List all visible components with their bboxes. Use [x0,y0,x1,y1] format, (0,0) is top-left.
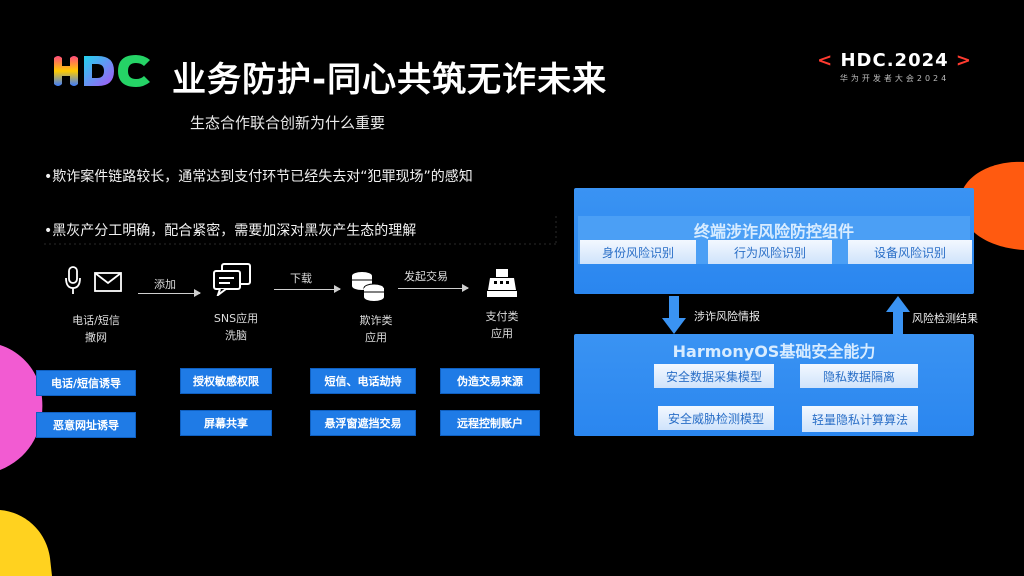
flow-stage-fraud-app: 欺诈类应用 [359,314,393,344]
behavior-risk-cell: 行为风险识别 [708,240,832,264]
flow-arrow-label-3: 发起交易 [404,270,448,283]
tag-sms-call-hijack: 短信、电话劫持 [310,368,416,394]
threat-detection-model-cell: 安全威胁检测模型 [658,406,774,430]
microphone-icon [65,266,81,294]
tag-screen-share: 屏幕共享 [180,410,272,436]
harmonyos-security-title: HarmonyOS基础安全能力 [672,342,876,361]
identity-risk-cell: 身份风险识别 [580,240,696,264]
fraud-intel-label: 涉诈风险情报 [694,310,760,323]
flow-stage-payment-app: 支付类应用 [485,310,519,340]
coins-icon [352,272,385,301]
yellow-blob-shape [0,510,52,576]
flow-stage-phone-sms: 电话/短信撒网 [72,314,120,344]
hdc-logo [54,55,150,87]
event-brand: < HDC.2024 > 华为开发者大会2024 [817,50,972,84]
flow-arrow-label-2: 下载 [290,272,312,285]
tag-grant-sensitive-permission: 授权敏感权限 [180,368,272,394]
down-arrow-icon [662,296,686,334]
flow-arrow-2 [274,285,341,293]
tag-forged-transaction-source: 伪造交易来源 [440,368,540,394]
lightweight-privacy-computing-cell: 轻量隐私计算算法 [802,406,918,432]
cash-register-icon [487,269,517,297]
privacy-data-isolation-cell: 隐私数据隔离 [800,364,918,388]
terminal-fraud-risk-panel: 终端涉诈风险防控组件 身份风险识别 行为风险识别 设备风险识别 [574,188,974,294]
tag-phone-sms-lure: 电话/短信诱导 [36,370,136,396]
page-title: 业务防护-同心共筑无诈未来 [172,60,608,100]
event-brand-sub: 华为开发者大会2024 [839,74,950,83]
tag-remote-control-account: 远程控制账户 [440,410,540,436]
mail-icon [94,272,122,292]
bullet-1: •欺诈案件链路较长，通常达到支付环节已经失去对“犯罪现场”的感知 [44,169,473,185]
harmonyos-security-panel: HarmonyOS基础安全能力 安全数据采集模型 隐私数据隔离 安全威胁检测模型… [574,334,974,436]
tag-floating-window-cover: 悬浮窗遮挡交易 [310,410,416,436]
risk-detection-result-label: 风险检测结果 [912,312,978,325]
secure-data-collection-cell: 安全数据采集模型 [654,364,774,388]
flow-stage-sns: SNS应用洗脑 [213,312,259,342]
orange-blob-shape [959,161,1024,250]
flow-arrow-1 [138,289,201,297]
flow-arrow-label-1: 添加 [154,278,176,291]
bullet-2: •黑灰产分工明确，配合紧密，需要加深对黑灰产生态的理解 [44,223,417,239]
tag-malicious-url-lure: 恶意网址诱导 [36,412,136,438]
chat-bubbles-icon [213,263,251,296]
terminal-fraud-risk-title: 终端涉诈风险防控组件 [693,222,854,241]
pink-blob-shape [0,345,43,470]
flow-arrow-3 [398,284,469,292]
device-risk-cell: 设备风险识别 [848,240,972,264]
page-subtitle: 生态合作联合创新为什么重要 [190,114,386,132]
up-arrow-icon [886,296,910,334]
event-brand-main: < HDC.2024 > [817,50,972,71]
